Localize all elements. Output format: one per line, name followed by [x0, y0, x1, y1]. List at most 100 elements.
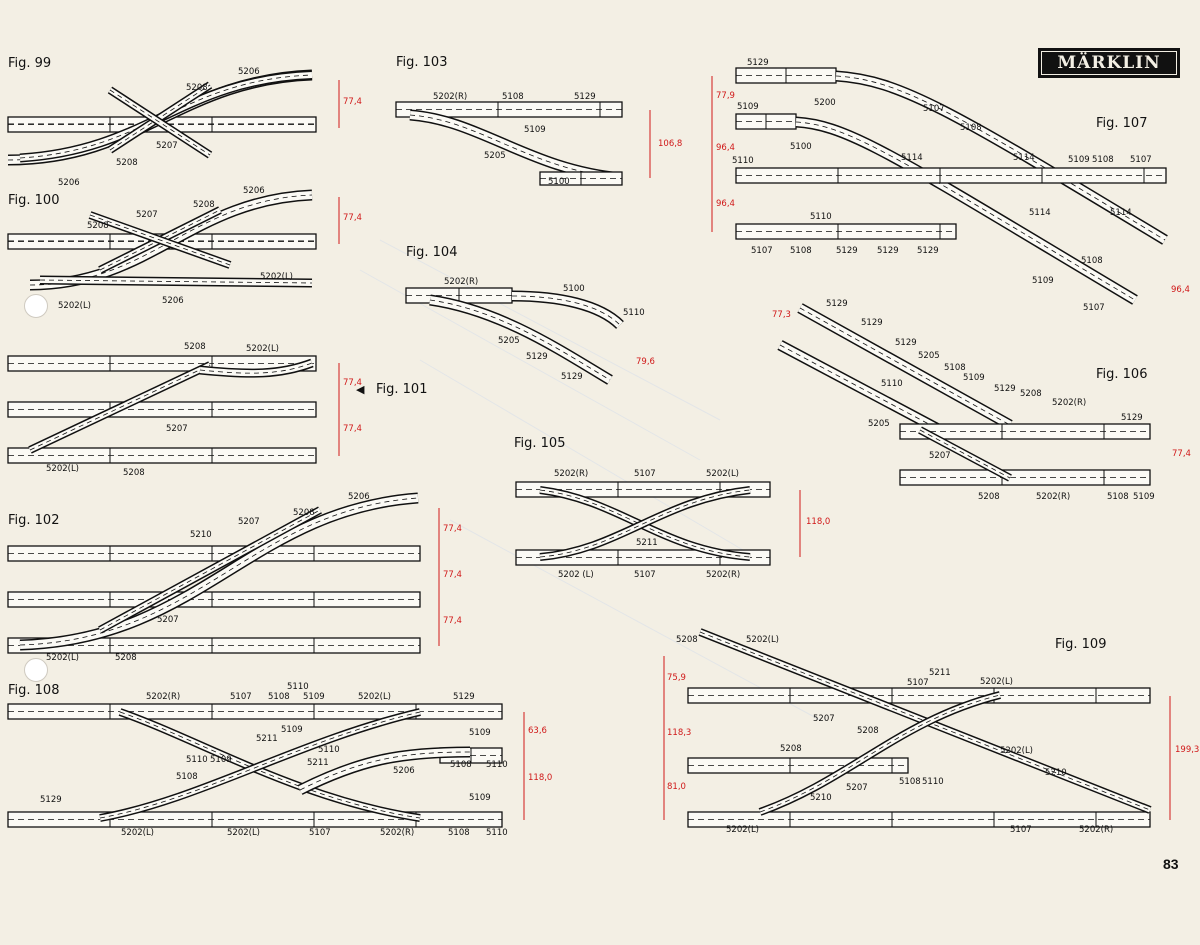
part-number-label: 5206	[238, 67, 260, 77]
part-number-label: 5202(R)	[380, 828, 414, 838]
part-number-label: 5100	[563, 284, 585, 294]
part-number-label: 5202(L)	[260, 272, 293, 282]
diagram-fig105	[515, 481, 771, 566]
part-number-label: 5202(R)	[1036, 492, 1070, 502]
dimension-label: 77,4	[1172, 449, 1191, 459]
binder-hole	[24, 294, 48, 318]
part-number-label: 5114	[901, 153, 923, 163]
part-number-label: 5109	[303, 692, 325, 702]
part-number-label: 5202(R)	[1079, 825, 1113, 835]
part-number-label: 5129	[917, 246, 939, 256]
part-number-label: 5129	[895, 338, 917, 348]
rail-inner	[429, 296, 613, 384]
dimension-label: 77,4	[343, 424, 362, 434]
track-centerline	[539, 489, 751, 558]
part-number-label: 5129	[1121, 413, 1143, 423]
diagram-fig106	[777, 303, 1151, 486]
track-centerline	[779, 344, 941, 431]
part-number-label: 5202(R)	[706, 570, 740, 580]
part-number-label: 5205	[498, 336, 520, 346]
part-number-label: 5202(R)	[433, 92, 467, 102]
part-number-label: 5208	[193, 200, 215, 210]
part-number-label: 5208	[115, 653, 137, 663]
part-number-label: 5202(L)	[980, 677, 1013, 687]
pointer-triangle-icon: ◀	[356, 383, 365, 396]
part-number-label: 5208	[857, 726, 879, 736]
diagram-fig108	[7, 703, 503, 828]
part-number-label: 5108	[790, 246, 812, 256]
part-number-label: 5202(L)	[121, 828, 154, 838]
part-number-label: 5206	[58, 178, 80, 188]
part-number-label: 5202(L)	[726, 825, 759, 835]
track-centerline	[835, 75, 1166, 241]
part-number-label: 5107	[634, 570, 656, 580]
part-number-label: 5208	[116, 158, 138, 168]
part-number-label: 5202(L)	[46, 464, 79, 474]
dimension-label: 118,0	[528, 773, 552, 783]
part-number-label: 5107	[751, 246, 773, 256]
part-number-label: 5108	[1081, 256, 1103, 266]
binder-hole	[24, 658, 48, 682]
diagram-fig104	[405, 287, 624, 385]
diagram-fig103	[395, 101, 623, 186]
part-number-label: 5202(R)	[146, 692, 180, 702]
track-centerline	[39, 279, 313, 284]
part-number-label: 5129	[747, 58, 769, 68]
part-number-label: 5202(L)	[58, 301, 91, 311]
part-number-label: 5107	[634, 469, 656, 479]
part-number-label: 5208	[184, 342, 206, 352]
track-centerline	[795, 121, 1136, 301]
part-number-label: 5108	[1107, 492, 1129, 502]
part-number-label: 5110	[486, 760, 508, 770]
part-number-label: 5207	[157, 615, 179, 625]
part-number-label: 5206	[348, 492, 370, 502]
track-centerline	[511, 295, 621, 326]
part-number-label: 5207	[813, 714, 835, 724]
part-number-label: 5200	[814, 98, 836, 108]
part-number-label: 5202(R)	[554, 469, 588, 479]
diagram-fig101	[7, 355, 317, 464]
part-number-label: 5208	[186, 83, 208, 93]
part-number-label: 5107	[907, 678, 929, 688]
part-number-label: 5109	[1133, 492, 1155, 502]
track-centerline	[299, 751, 471, 791]
part-number-label: 5110	[623, 308, 645, 318]
part-number-label: 5110	[287, 682, 309, 692]
figure-label-fig109: Fig. 109	[1055, 637, 1107, 652]
part-number-label: 5109	[1032, 276, 1054, 286]
part-number-label: 5109	[737, 102, 759, 112]
part-number-label: 5110	[881, 379, 903, 389]
dimension-annotations: 77,477,477,477,477,477,477,4106,879,6118…	[338, 76, 1199, 820]
track-centerline	[29, 364, 211, 451]
part-number-label: 5202(R)	[444, 277, 478, 287]
part-number-label: 5206	[393, 766, 415, 776]
part-number-label: 5202(L)	[746, 635, 779, 645]
part-number-label: 5114	[1013, 153, 1035, 163]
part-number-label: 5207	[238, 517, 260, 527]
part-number-label: 5208	[978, 492, 1000, 502]
part-number-label: 5205	[484, 151, 506, 161]
diagram-fig99	[7, 69, 317, 166]
part-number-label: 5202 (L)	[558, 570, 594, 580]
track-centerline	[429, 299, 611, 381]
part-number-label: 5208	[676, 635, 698, 645]
part-number-label: 5129	[994, 384, 1016, 394]
figure-label-fig101: Fig. 101	[376, 382, 428, 397]
part-number-label: 5109	[469, 793, 491, 803]
figure-label-fig105: Fig. 105	[514, 436, 566, 451]
part-number-label: 5108	[1092, 155, 1114, 165]
part-number-label: 5110	[318, 745, 340, 755]
part-number-label: 5110	[486, 828, 508, 838]
part-number-label: 5107	[230, 692, 252, 702]
track-centerline	[99, 509, 321, 631]
part-number-label: 5129	[526, 352, 548, 362]
part-number-label: 5210	[190, 530, 212, 540]
part-number-label: 5202(R)	[1052, 398, 1086, 408]
part-number-label: 5210	[1045, 768, 1067, 778]
dimension-label: 77,4	[443, 524, 462, 534]
figure-label-fig103: Fig. 103	[396, 55, 448, 70]
part-number-label: 5129	[826, 299, 848, 309]
dimension-label: 96,4	[716, 143, 735, 153]
part-number-label: 5109	[963, 373, 985, 383]
